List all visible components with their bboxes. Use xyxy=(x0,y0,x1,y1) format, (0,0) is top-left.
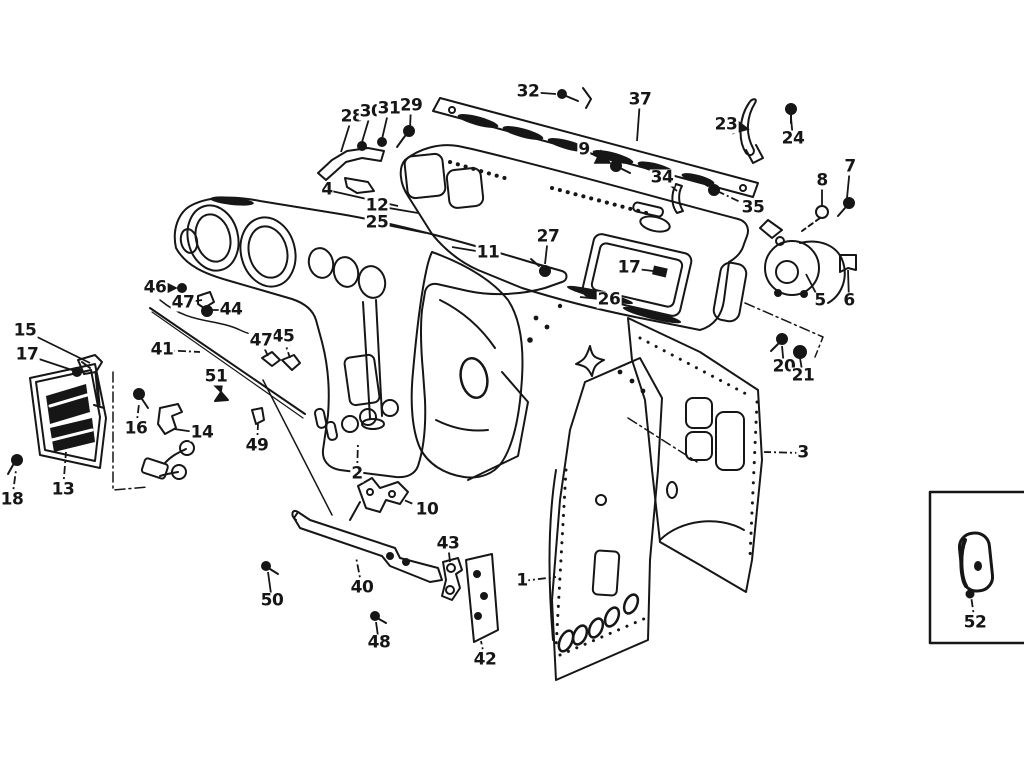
part-label-18: 18 xyxy=(0,489,25,510)
lower-strip-40 xyxy=(291,510,443,583)
part-label-1: 1 xyxy=(515,570,529,591)
part-label-12: 12 xyxy=(364,195,390,216)
part-label-34: 34 xyxy=(649,167,675,188)
part-label-37: 37 xyxy=(627,89,653,110)
part-label-17: 17 xyxy=(616,257,642,278)
part-label-52: 52 xyxy=(962,612,988,633)
bracket-49 xyxy=(251,407,265,425)
control-rod-41 xyxy=(149,299,333,516)
part-label-47: 47 xyxy=(248,330,274,351)
clip-47a xyxy=(197,291,215,309)
clip-47b xyxy=(261,351,281,367)
alignment-lines xyxy=(112,302,824,491)
glovebox-lid-13 xyxy=(29,363,107,469)
part-label-41: 41 xyxy=(149,339,175,360)
screw-50 xyxy=(261,561,279,575)
latch-15-17 xyxy=(72,354,105,409)
part-label-2: 2 xyxy=(350,463,364,484)
part-label-49: 49 xyxy=(244,435,270,456)
part-label-15: 15 xyxy=(12,320,38,341)
screw-9 xyxy=(610,160,631,174)
part-label-40: 40 xyxy=(349,577,375,598)
part-label-5: 5 xyxy=(813,290,827,311)
part-label-11: 11 xyxy=(475,242,501,263)
part-label-26: 26 xyxy=(596,289,622,310)
dash-frame-assembly xyxy=(399,144,749,331)
screw-16 xyxy=(133,388,149,409)
blower-motor-5 xyxy=(759,219,846,304)
part-label-16: 16 xyxy=(123,418,149,439)
part-label-13: 13 xyxy=(50,479,76,500)
part-label-46: 46 xyxy=(142,277,168,298)
part-label-14: 14 xyxy=(189,422,215,443)
part-label-9: 9 xyxy=(577,139,591,160)
grommet-21 xyxy=(793,345,807,359)
dash-pad-body xyxy=(410,251,529,481)
part-label-20: 20 xyxy=(771,356,797,377)
part-label-42: 42 xyxy=(472,649,498,670)
clip-45 xyxy=(281,354,301,371)
screw-18 xyxy=(7,454,23,475)
bracket-43 xyxy=(441,557,463,601)
part-label-21: 21 xyxy=(790,365,816,386)
cowl-panel-1 xyxy=(548,357,663,681)
bracket-34 xyxy=(671,183,684,214)
plate-42 xyxy=(465,553,499,643)
dash-panel-3 xyxy=(627,317,763,593)
part-label-43: 43 xyxy=(435,533,461,554)
part-label-10: 10 xyxy=(414,499,440,520)
part-label-24: 24 xyxy=(780,128,806,149)
bracket-23 xyxy=(739,98,764,164)
clip-44 xyxy=(201,305,213,317)
bracket-28-31 xyxy=(317,125,415,194)
screw-20 xyxy=(770,333,788,352)
screw-32 xyxy=(557,87,592,109)
screw-48 xyxy=(370,611,387,624)
instrument-cluster-panel xyxy=(173,196,568,479)
part-label-44: 44 xyxy=(218,299,244,320)
clip-35 xyxy=(699,180,720,196)
screw-7 xyxy=(837,197,855,217)
part-label-17: 17 xyxy=(14,344,40,365)
part-label-7: 7 xyxy=(843,156,857,177)
ring-8 xyxy=(801,205,829,232)
arrow-part-51 xyxy=(214,391,229,402)
part-label-4: 4 xyxy=(320,179,334,200)
part-label-3: 3 xyxy=(796,442,810,463)
part-label-51: 51 xyxy=(203,366,229,387)
part-label-31: 31 xyxy=(376,98,402,119)
bracket-14 xyxy=(140,403,195,480)
part-label-47: 47 xyxy=(170,292,196,313)
inset-box-52 xyxy=(928,490,1024,645)
part-label-28: 28 xyxy=(339,106,365,127)
part-label-32: 32 xyxy=(515,81,541,102)
part-label-25: 25 xyxy=(364,212,390,233)
bracket-10 xyxy=(349,477,409,521)
part-label-6: 6 xyxy=(842,290,856,311)
part-label-8: 8 xyxy=(815,170,829,191)
screw-46 xyxy=(177,283,187,293)
part-label-50: 50 xyxy=(259,590,285,611)
part-label-23: 23 xyxy=(713,114,739,135)
part-label-29: 29 xyxy=(398,95,424,116)
star-bracket-hole xyxy=(527,303,646,394)
part-label-35: 35 xyxy=(740,197,766,218)
bracket-6 xyxy=(839,254,857,273)
part-label-48: 48 xyxy=(366,632,392,653)
part-label-27: 27 xyxy=(535,226,561,247)
part-label-45: 45 xyxy=(270,326,296,347)
